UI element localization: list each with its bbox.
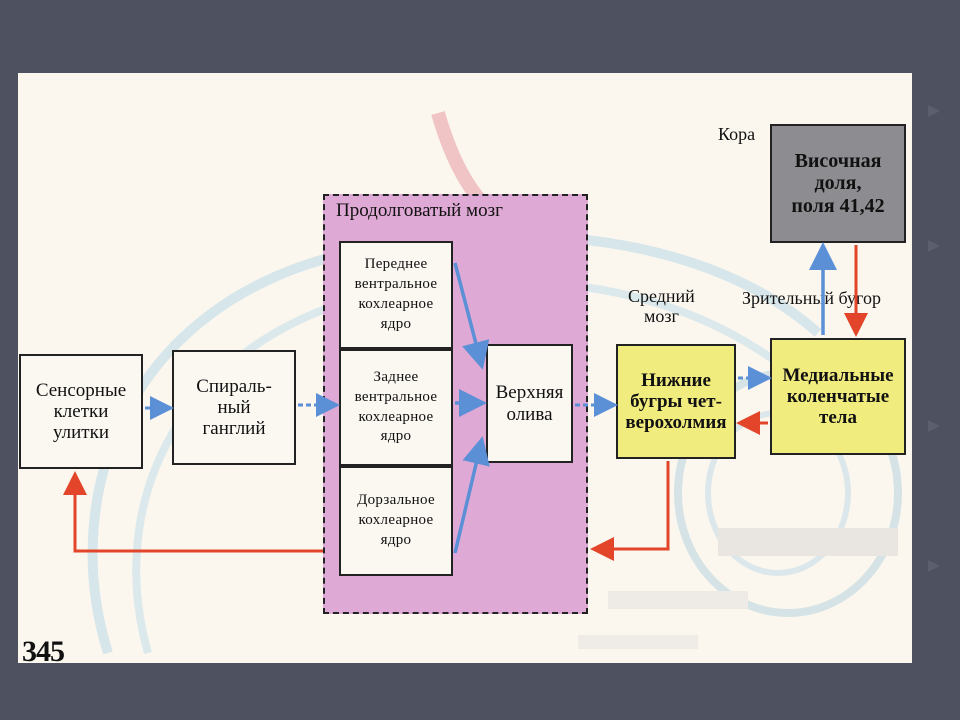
medulla-title: Продолговатый мозг — [336, 200, 503, 221]
slide-bullet-arrow-3 — [928, 420, 940, 432]
cortex-label: Кора — [718, 124, 756, 144]
slide-bullet-arrow-4 — [928, 560, 940, 572]
temporal-lobe-box: Височная доля, поля 41,42 — [770, 124, 906, 243]
posterior-ventral-cochlear-nucleus: Заднее вентральное кохлеарное ядро — [339, 349, 453, 466]
scanned-page: Продолговатый мозг Сенсорные клетки улит… — [18, 73, 912, 663]
slide-bullet-arrow-1 — [928, 105, 940, 117]
page-number: 345 — [22, 635, 65, 663]
anterior-ventral-cochlear-nucleus: Переднее вентральное кохлеарное ядро — [339, 241, 453, 349]
dorsal-cochlear-nucleus: Дорзальное кохлеарное ядро — [339, 466, 453, 576]
thalamus-label: Зрительный бугор — [742, 288, 881, 308]
inferior-colliculi-box: Нижние бугры чет- верохолмия — [616, 344, 736, 459]
sensory-cells-box: Сенсорные клетки улитки — [19, 354, 143, 469]
spiral-ganglion-box: Спираль- ный ганглий — [172, 350, 296, 465]
medial-geniculate-box: Медиальные коленчатые тела — [770, 338, 906, 455]
superior-olive-box: Верхняя олива — [486, 344, 573, 463]
slide-bullet-arrow-2 — [928, 240, 940, 252]
midbrain-label: Средний мозг — [628, 286, 695, 326]
